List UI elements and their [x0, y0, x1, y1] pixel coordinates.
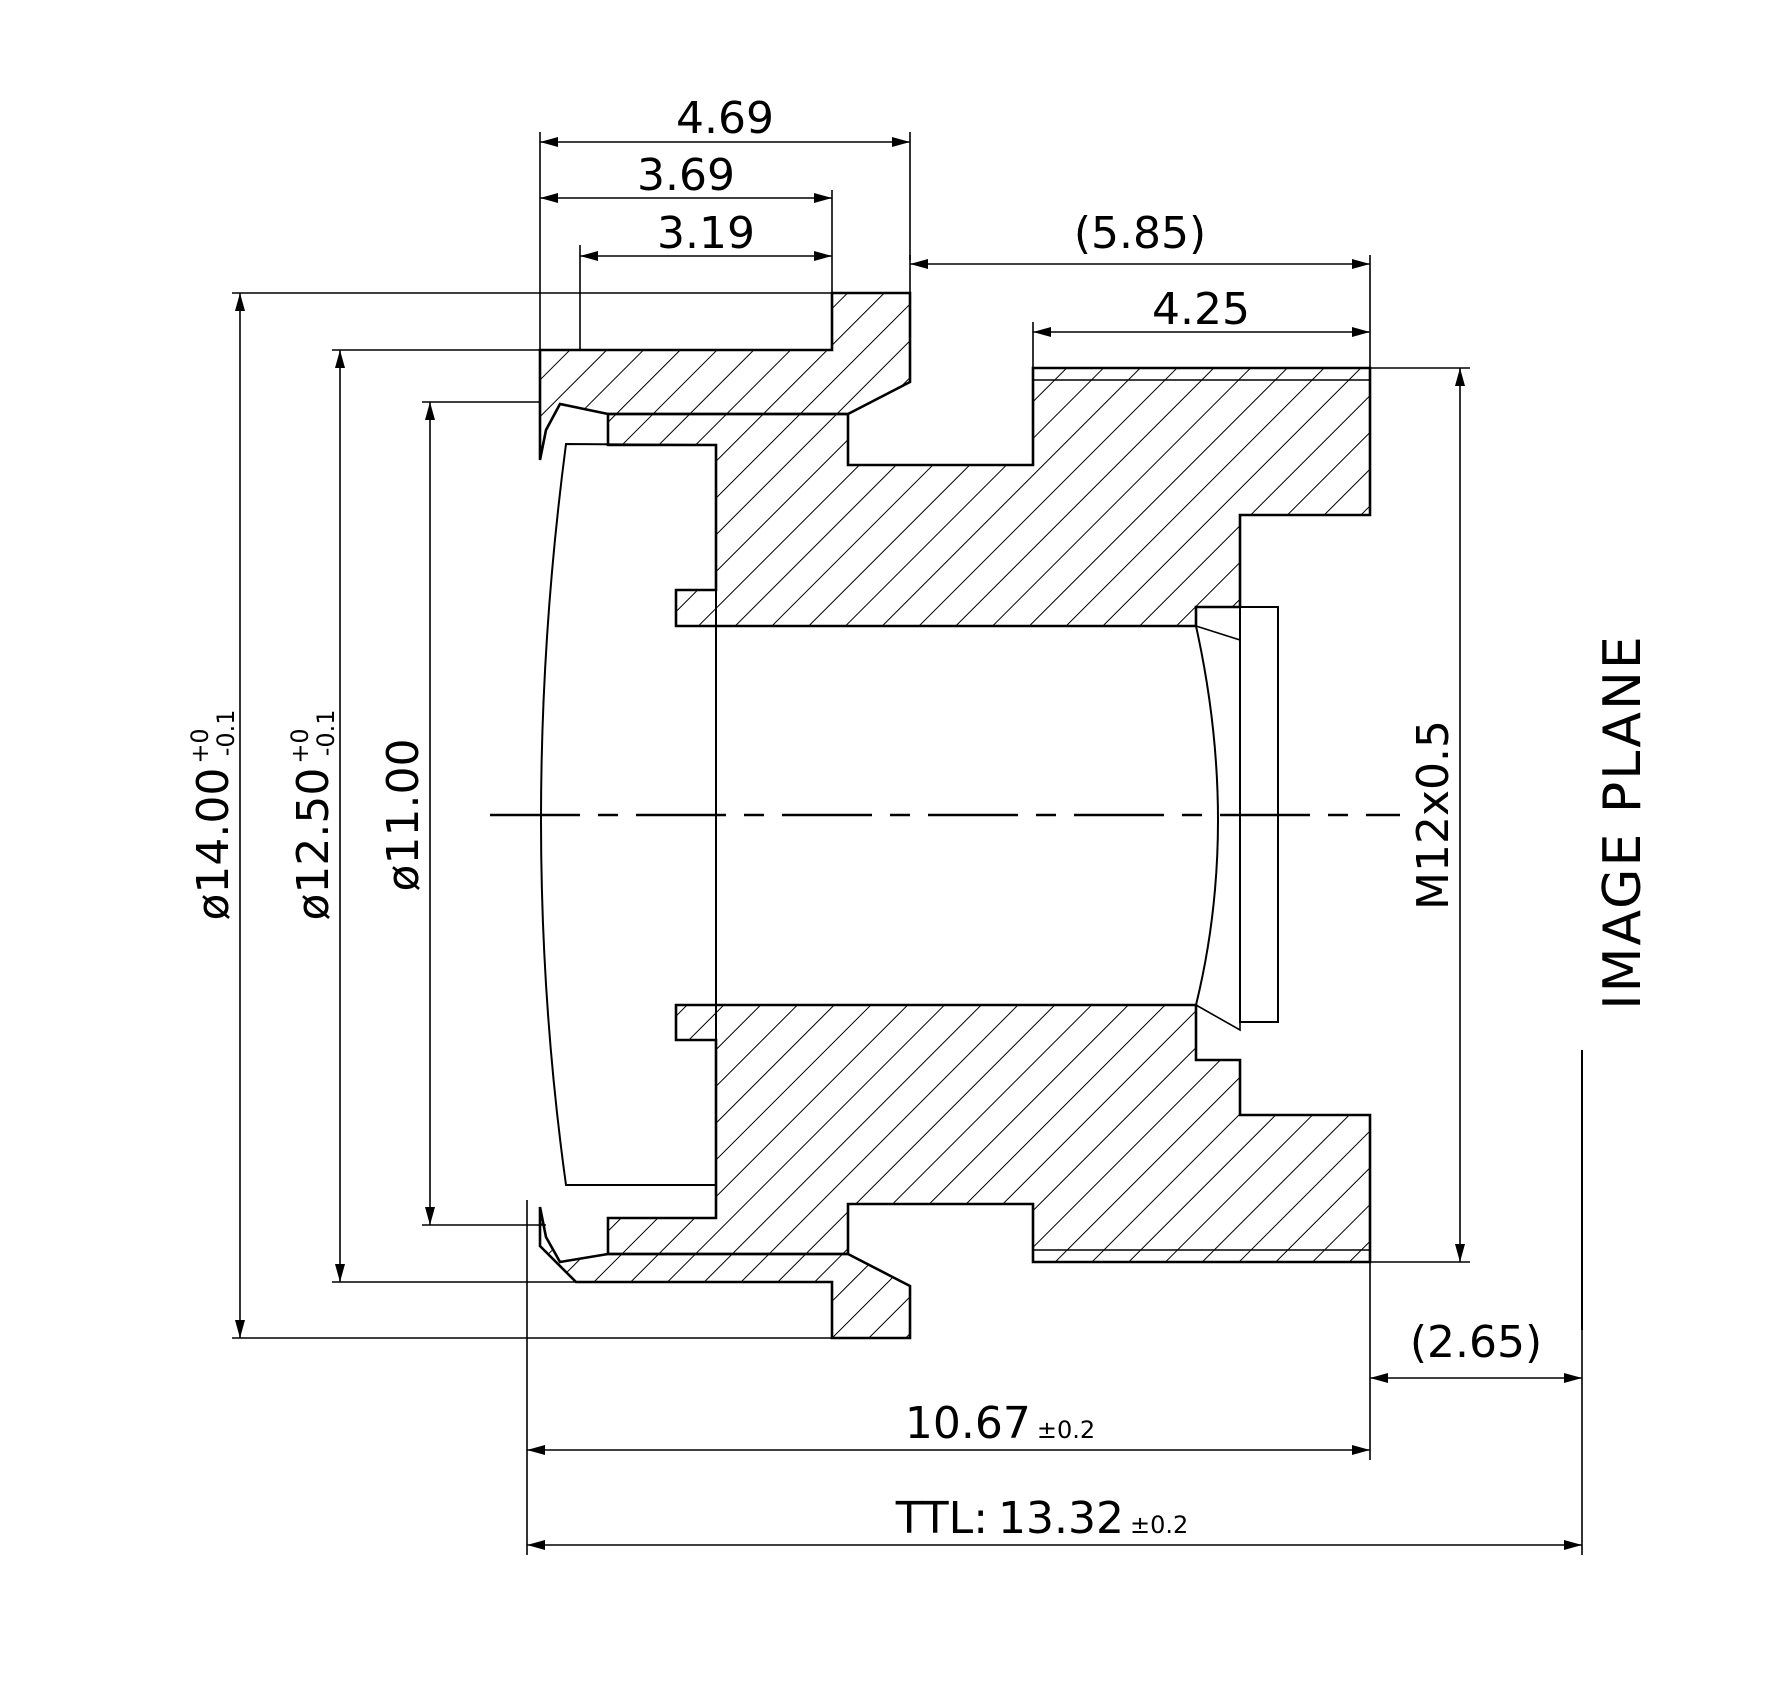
dim-ttl: TTL:13.32±0.2 [895, 1493, 1189, 1544]
dim-3-19: 3.19 [657, 208, 755, 259]
dim-4-25: 4.25 [1152, 284, 1250, 335]
dim-5-85: (5.85) [1074, 208, 1206, 259]
dim-dia-14: ø14.00+0-0.1 [186, 709, 240, 920]
dim-thread-m12: M12x0.5 [1408, 720, 1459, 910]
dim-dia-11: ø11.00 [378, 739, 429, 892]
dim-dia-12-5: ø12.50+0-0.1 [286, 709, 340, 920]
lower-cap-section [538, 1206, 912, 1340]
barrel-section-lower [606, 1003, 1372, 1264]
dimension-labels: 4.69 3.69 3.19 (5.85) 4.25 (2.65) 10.67±… [186, 93, 1653, 1544]
extension-lines [232, 132, 1583, 1555]
dim-3-69: 3.69 [637, 150, 735, 201]
dim-2-65: (2.65) [1410, 1317, 1542, 1368]
image-plane-label: IMAGE PLANE [1593, 634, 1653, 1009]
dim-4-69: 4.69 [676, 93, 774, 144]
dim-10-67: 10.67±0.2 [905, 1398, 1095, 1449]
dimension-lines [235, 137, 1582, 1550]
